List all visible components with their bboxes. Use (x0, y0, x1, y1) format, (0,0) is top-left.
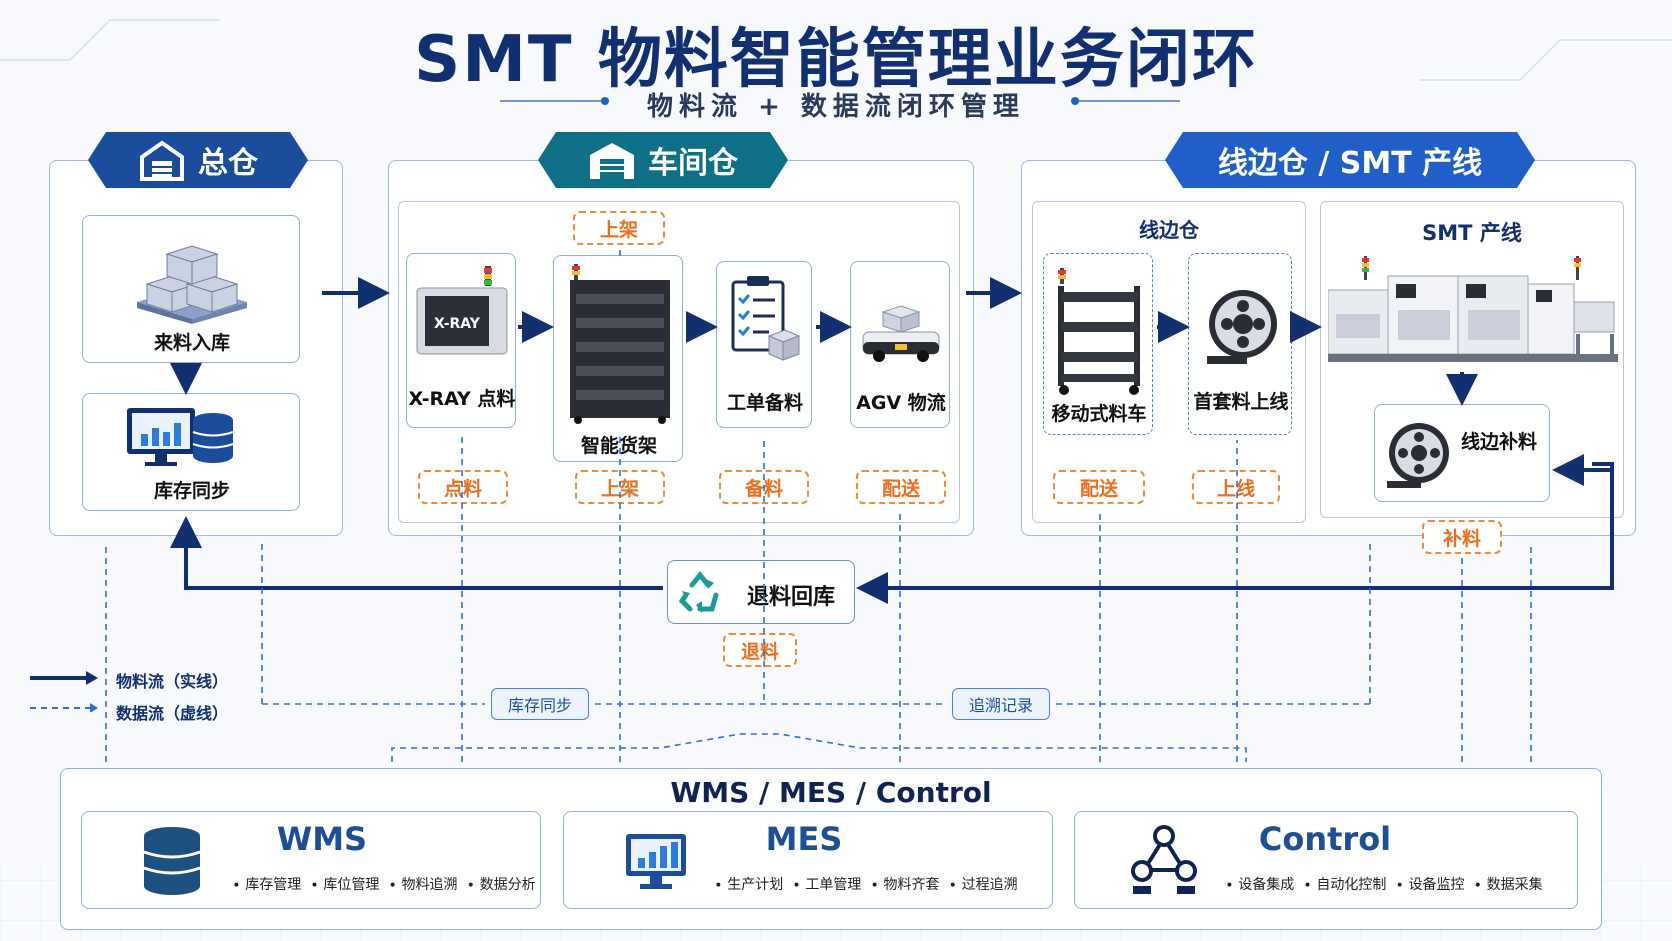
step-first-material-label: 首套料上线 (1193, 391, 1289, 413)
feature-wms-1: 库存管理 (245, 877, 302, 893)
return-to-warehouse-box[interactable]: 退料回库 (667, 560, 855, 624)
tab-line-smt-label: 线边仓 / SMT 产线 (1217, 146, 1483, 181)
step-work-order-card[interactable]: 工单备料 (716, 261, 812, 428)
mobile-cart-icon (1058, 268, 1140, 395)
network-nodes-icon (1131, 825, 1197, 894)
tab-workshop-warehouse: 车间仓 (538, 132, 788, 188)
step-inventory-sync-card[interactable]: 库存同步 (82, 393, 300, 511)
step-smart-shelf-card[interactable]: 智能货架 (553, 255, 683, 462)
xray-machine-icon (416, 266, 508, 355)
tag-trace-record: 追溯记录 (952, 688, 1050, 720)
systems-title: WMS / MES / Control (670, 776, 992, 809)
step-agv-card[interactable]: AGV 物流 (850, 261, 950, 428)
tag-return: 退料 (723, 633, 797, 667)
smart-shelf-icon (570, 264, 670, 424)
step-xray-label: X-RAY 点料 (408, 388, 516, 410)
tag-shelve-top: 上架 (573, 211, 665, 245)
feature-control-2: 自动化控制 (1316, 877, 1387, 893)
tag-online: 上线 (1192, 470, 1280, 504)
system-name-mes: MES (765, 820, 843, 858)
system-card-wms[interactable]: WMS ∙ 库存管理 ∙ 库位管理 ∙ 物料追溯 ∙ 数据分析 (81, 811, 541, 909)
system-features-mes: ∙ 生产计划 ∙ 工单管理 ∙ 物料齐套 ∙ 过程追溯 (714, 877, 1018, 893)
tag-inventory-sync: 库存同步 (491, 688, 589, 720)
feature-mes-4: 过程追溯 (961, 877, 1018, 893)
xray-screen-text: X-RAY (434, 316, 480, 332)
system-name-wms: WMS (276, 820, 368, 858)
return-to-warehouse-label: 退料回库 (746, 585, 835, 610)
step-inventory-sync-label: 库存同步 (153, 480, 230, 502)
step-line-replenish-label: 线边补料 (1460, 431, 1537, 453)
clipboard-checklist-icon (731, 276, 801, 361)
feature-mes-3: 物料齐套 (883, 877, 940, 893)
tab-workshop-warehouse-label: 车间仓 (648, 146, 738, 181)
system-features-control: ∙ 设备集成 ∙ 自动化控制 ∙ 设备监控 ∙ 数据采集 (1225, 877, 1543, 893)
tag-prepare: 备料 (719, 470, 809, 504)
tag-count: 点料 (418, 470, 508, 504)
boxes-on-pallet-icon (137, 245, 247, 324)
step-work-order-label: 工单备料 (726, 392, 803, 414)
page-title: SMT 物料智能管理业务闭环 (414, 23, 1258, 97)
step-mobile-cart-label: 移动式料车 (1051, 403, 1147, 425)
monitor-chart-icon (626, 834, 686, 889)
tag-deliver: 配送 (856, 470, 946, 504)
tab-main-warehouse-label: 总仓 (198, 146, 258, 181)
step-agv-label: AGV 物流 (856, 392, 946, 414)
system-name-control: Control (1258, 820, 1392, 858)
step-smart-shelf-label: 智能货架 (580, 435, 657, 457)
feature-mes-2: 工单管理 (805, 877, 862, 893)
tag-replenish: 补料 (1422, 520, 1502, 554)
smt-production-line-icon (1328, 256, 1618, 362)
system-card-mes[interactable]: MES ∙ 生产计划 ∙ 工单管理 ∙ 物料齐套 ∙ 过程追溯 (563, 811, 1053, 909)
smt-line-title: SMT 产线 (1422, 221, 1522, 245)
tab-line-smt: 线边仓 / SMT 产线 (1165, 132, 1535, 188)
system-card-control[interactable]: Control ∙ 设备集成 ∙ 自动化控制 ∙ 设备监控 ∙ 数据采集 (1074, 811, 1578, 909)
step-first-material-card[interactable]: 首套料上线 (1188, 253, 1292, 435)
system-features-wms: ∙ 库存管理 ∙ 库位管理 ∙ 物料追溯 ∙ 数据分析 (232, 877, 536, 893)
warehouse-icon (138, 139, 186, 181)
legend-lines (30, 671, 98, 712)
step-xray-card[interactable]: X-RAY X-RAY 点料 (406, 253, 516, 428)
feature-wms-4: 数据分析 (479, 877, 536, 893)
feature-control-1: 设备集成 (1238, 877, 1295, 893)
reel-icon (1207, 290, 1277, 364)
feature-wms-3: 物料追溯 (401, 877, 458, 893)
legend-material-flow: 物料流（实线） (116, 672, 229, 691)
tag-line-deliver: 配送 (1053, 470, 1145, 504)
legend-data-flow: 数据流（虚线） (116, 704, 229, 723)
feature-wms-2: 库位管理 (323, 877, 380, 893)
tag-shelve: 上架 (575, 470, 665, 504)
warehouse-icon (588, 139, 636, 181)
database-icon (143, 827, 201, 895)
tab-main-warehouse: 总仓 (88, 132, 308, 188)
subtitle-decor-lines (500, 97, 1180, 105)
step-incoming-card[interactable]: 来料入库 (82, 215, 300, 363)
agv-robot-icon (862, 305, 940, 362)
feature-control-3: 设备监控 (1408, 877, 1465, 893)
step-line-replenish-card[interactable]: 线边补料 (1374, 404, 1550, 502)
step-mobile-cart-card[interactable]: 移动式料车 (1043, 253, 1153, 435)
feature-control-4: 数据采集 (1486, 877, 1543, 893)
recycle-icon (678, 571, 719, 613)
reel-icon (1387, 423, 1449, 488)
page-subtitle: 物料流 + 数据流闭环管理 (647, 92, 1025, 122)
line-side-title: 线边仓 (1139, 218, 1199, 242)
step-incoming-label: 来料入库 (153, 332, 230, 354)
monitor-database-icon (127, 408, 234, 466)
feature-mes-1: 生产计划 (727, 877, 784, 893)
